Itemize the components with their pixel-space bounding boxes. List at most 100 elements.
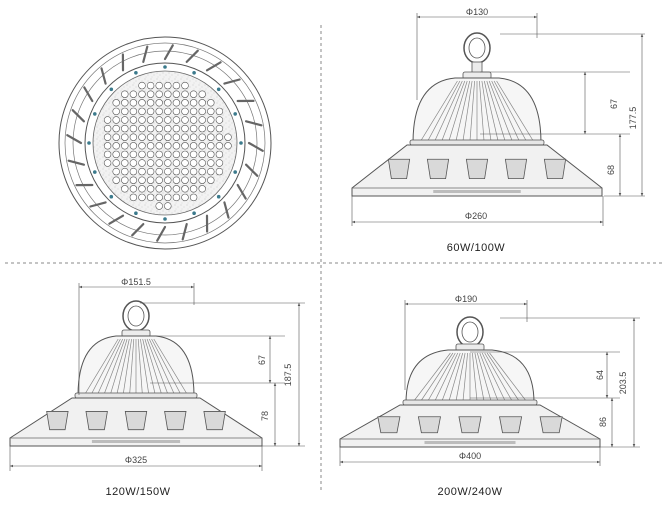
base-height-label: 78	[260, 411, 270, 421]
led-dot	[164, 99, 172, 107]
heatsink-fin	[109, 338, 128, 396]
side-view-120-150w	[9, 300, 263, 447]
vent-window	[124, 411, 148, 431]
side-view-200-240w	[339, 316, 601, 448]
body-height-label: 64	[595, 370, 605, 380]
led-dot	[121, 133, 129, 141]
led-array	[103, 81, 232, 210]
heatsink-fin	[153, 338, 188, 396]
vent-window	[504, 158, 528, 180]
vent-window	[539, 416, 563, 434]
heatsink-fin	[434, 352, 459, 403]
led-dot	[146, 167, 155, 176]
led-dot	[172, 81, 181, 90]
led-dot	[164, 150, 172, 159]
led-dot	[172, 193, 181, 202]
led-dot	[172, 167, 181, 176]
heatsink-fin	[496, 80, 535, 143]
cooling-fins	[66, 44, 264, 242]
heatsink-fin	[441, 80, 466, 143]
screw	[93, 170, 97, 174]
screw-ring	[87, 65, 243, 221]
led-strip	[424, 441, 516, 444]
eye-bolt-inner	[127, 305, 145, 327]
heatsink-fin	[462, 80, 473, 143]
screw	[192, 71, 196, 75]
led-dot	[103, 150, 112, 159]
base-diameter-label: Φ260	[465, 211, 487, 221]
led-dot	[215, 133, 224, 141]
led-dot	[198, 150, 206, 159]
led-dot	[112, 150, 120, 159]
screw	[134, 211, 138, 215]
heatsink-fin	[122, 338, 132, 396]
led-dot	[129, 142, 138, 150]
body-height-label: 67	[257, 355, 267, 365]
led-dot	[164, 81, 172, 90]
heatsink-fin	[493, 80, 528, 143]
led-dot	[138, 159, 146, 167]
fin	[131, 223, 145, 237]
heatsink-fin	[90, 338, 121, 396]
led-dot	[181, 193, 189, 202]
led-dot	[112, 116, 120, 124]
screw	[216, 87, 221, 92]
led-dot	[112, 133, 120, 141]
led-dot	[155, 142, 163, 150]
led-dot	[181, 159, 189, 167]
led-dot	[146, 99, 155, 107]
led-dot	[164, 116, 172, 124]
led-dot	[129, 159, 138, 167]
vent-window	[426, 158, 450, 180]
led-dot	[172, 116, 181, 124]
vent-window	[203, 411, 226, 431]
led-dot	[146, 90, 155, 98]
heatsink-fin	[441, 352, 461, 403]
vent-window	[499, 416, 523, 434]
heatsink-fin	[448, 352, 464, 403]
led-dot	[207, 150, 215, 159]
heatsink-fin	[426, 352, 456, 403]
led-dot	[181, 142, 189, 150]
led-dot	[112, 124, 120, 133]
screw	[134, 71, 138, 75]
led-dot	[172, 150, 181, 159]
led-dot	[129, 90, 138, 98]
led-dot	[129, 185, 138, 193]
top-diameter-label: Φ130	[466, 7, 488, 17]
led-dot	[103, 116, 112, 124]
led-dot	[189, 133, 198, 141]
screw	[216, 194, 221, 199]
led-dot	[207, 142, 215, 150]
led-dot	[172, 176, 181, 184]
heatsink-fin	[151, 338, 182, 396]
fin	[236, 183, 247, 200]
heatsink-fin	[142, 338, 156, 396]
screw	[109, 194, 114, 199]
led-dot	[164, 176, 172, 184]
screw	[239, 141, 243, 145]
led-dot	[164, 142, 172, 150]
led-dot	[224, 133, 232, 141]
led-dot	[155, 167, 163, 176]
vent-window	[465, 158, 489, 180]
led-dot	[181, 176, 189, 184]
led-dot	[121, 176, 129, 184]
caption-60-100w: 60W/100W	[447, 242, 506, 254]
led-dot	[189, 193, 198, 202]
fin	[247, 141, 264, 152]
led-dot	[215, 159, 224, 167]
led-dot	[155, 150, 163, 159]
body-rim	[402, 399, 538, 406]
led-dot	[164, 185, 172, 193]
led-dot	[129, 116, 138, 124]
heatsink-fin	[462, 352, 468, 403]
screw	[233, 170, 237, 174]
led-dot	[181, 90, 189, 98]
side-view-60-100w	[351, 32, 603, 197]
led-dot	[112, 99, 120, 107]
eye-bolt	[463, 32, 491, 64]
led-dot	[164, 193, 172, 202]
led-dot	[138, 81, 146, 90]
fin	[89, 201, 107, 208]
